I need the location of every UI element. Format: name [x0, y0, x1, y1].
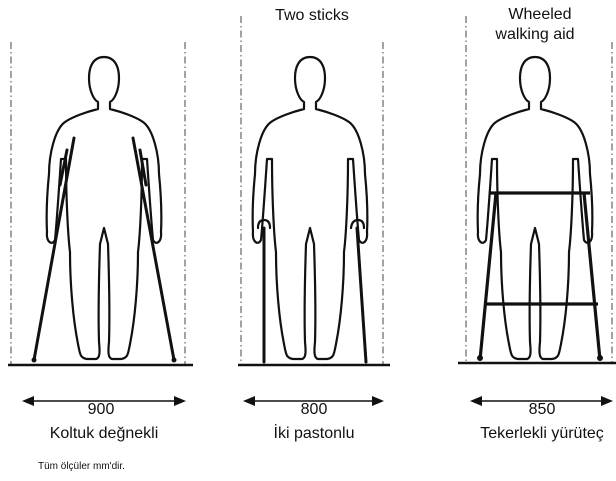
crutch-tip — [31, 357, 37, 363]
dimension-arrow-left — [470, 396, 482, 406]
panel-two-sticks: Two sticks 800 İki pastonlu — [238, 7, 390, 442]
dimension-value: 850 — [529, 401, 556, 418]
dimension-arrow-right — [174, 396, 186, 406]
dimension-arrow-left — [22, 396, 34, 406]
walker-wheel — [597, 355, 603, 361]
person-figure — [251, 55, 369, 361]
dimension-arrow-right — [372, 396, 384, 406]
right-crutch-handle — [138, 148, 148, 187]
panel-header: Two sticks — [275, 7, 349, 24]
walker-left-leg — [478, 192, 498, 361]
dimension-value: 900 — [88, 401, 115, 418]
left-crutch-handle — [58, 148, 69, 187]
right-crutch — [131, 136, 176, 362]
walker-wheel — [477, 355, 483, 361]
walker-right-leg — [582, 192, 602, 361]
left-stick-handle — [256, 218, 272, 230]
right-stick-handle — [349, 218, 366, 230]
dimension-value: 800 — [301, 401, 328, 418]
panel-label: Tekerlekli yürüteç — [480, 425, 604, 442]
person-figure — [45, 55, 163, 361]
footnote: Tüm ölçüler mm'dir. — [38, 461, 125, 472]
right-walking-stick — [355, 226, 368, 364]
panel-crutches: 900 Koltuk değnekli — [8, 42, 193, 442]
dimension-arrow-right — [601, 396, 613, 406]
panel-label: İki pastonlu — [274, 423, 355, 442]
crutch-tip — [171, 357, 177, 363]
panel-label: Koltuk değnekli — [50, 425, 159, 442]
panel-header-line-2: walking aid — [494, 26, 574, 43]
dimension-arrow-left — [243, 396, 255, 406]
panel-wheeled-walking-aid: Wheeled walking aid 850 Tekerlekli yürüt… — [458, 6, 616, 442]
panel-header-line-1: Wheeled — [508, 6, 571, 23]
left-crutch — [32, 136, 76, 362]
